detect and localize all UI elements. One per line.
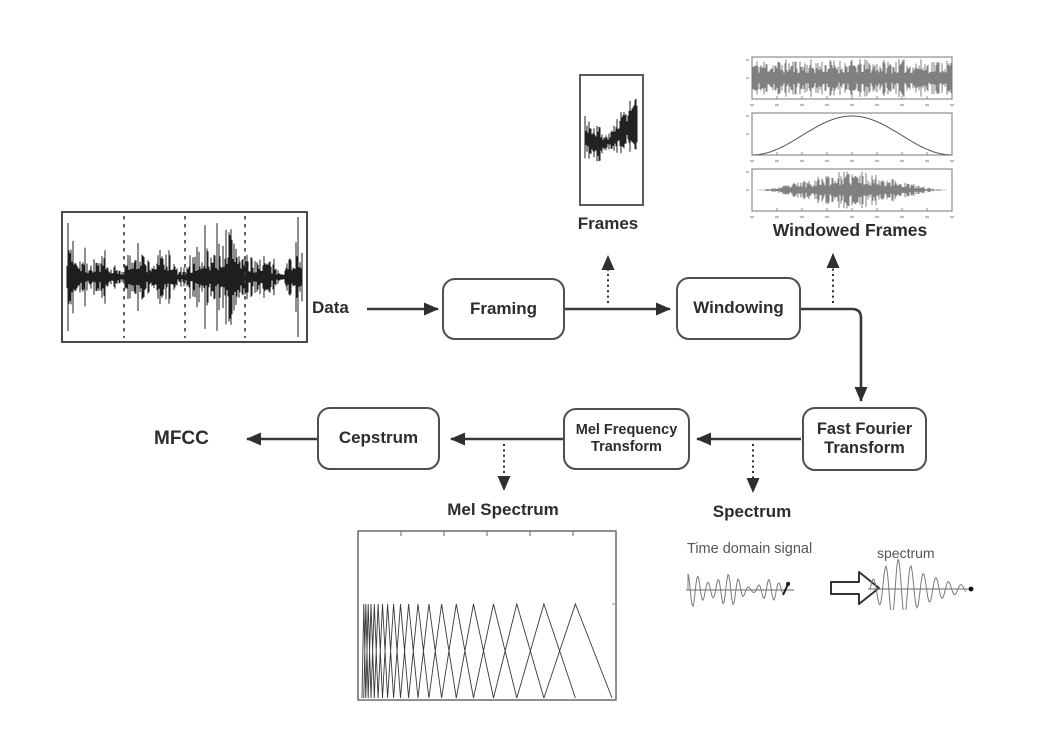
spectrum-small-label: spectrum	[877, 545, 935, 561]
windowed-frames-result-plot	[746, 168, 954, 218]
flow-box-mel-frequency-transform: Mel Frequency Transform	[563, 408, 690, 470]
spectrum-sketch	[868, 558, 974, 610]
flow-box-framing: Framing	[442, 278, 565, 340]
fft-label-line2: Transform	[824, 439, 905, 457]
flow-box-fast-fourier-transform: Fast Fourier Transform	[802, 407, 927, 471]
spectrum-caption: Spectrum	[712, 502, 792, 521]
flow-box-cepstrum: Cepstrum	[317, 407, 440, 470]
windowed-frames-window-function-plot	[746, 112, 954, 162]
mel-label-line1: Mel Frequency	[575, 421, 678, 438]
windowed-frames-signal-plot	[746, 56, 954, 106]
windowing-label: Windowing	[693, 298, 784, 318]
frames-caption: Frames	[577, 214, 639, 233]
fft-label-line1: Fast Fourier	[816, 419, 913, 438]
mfcc-output-label: MFCC	[154, 428, 209, 449]
mel-filterbank-image	[357, 530, 617, 701]
arrow-windowing-to-fft	[801, 307, 868, 402]
frames-waveform-image	[579, 74, 644, 206]
block-arrow-icon	[830, 571, 880, 605]
windowed-frames-caption: Windowed Frames	[772, 220, 928, 240]
input-signal-waveform-image	[61, 211, 308, 343]
cepstrum-label: Cepstrum	[338, 428, 419, 448]
mel-spectrum-caption: Mel Spectrum	[447, 500, 559, 519]
time-domain-signal-sketch	[686, 573, 794, 608]
data-label: Data	[312, 298, 349, 317]
framing-label: Framing	[469, 298, 538, 318]
mel-label-line2: Transform	[591, 439, 662, 455]
time-domain-signal-label: Time domain signal	[687, 541, 813, 557]
flow-box-windowing: Windowing	[676, 277, 801, 340]
